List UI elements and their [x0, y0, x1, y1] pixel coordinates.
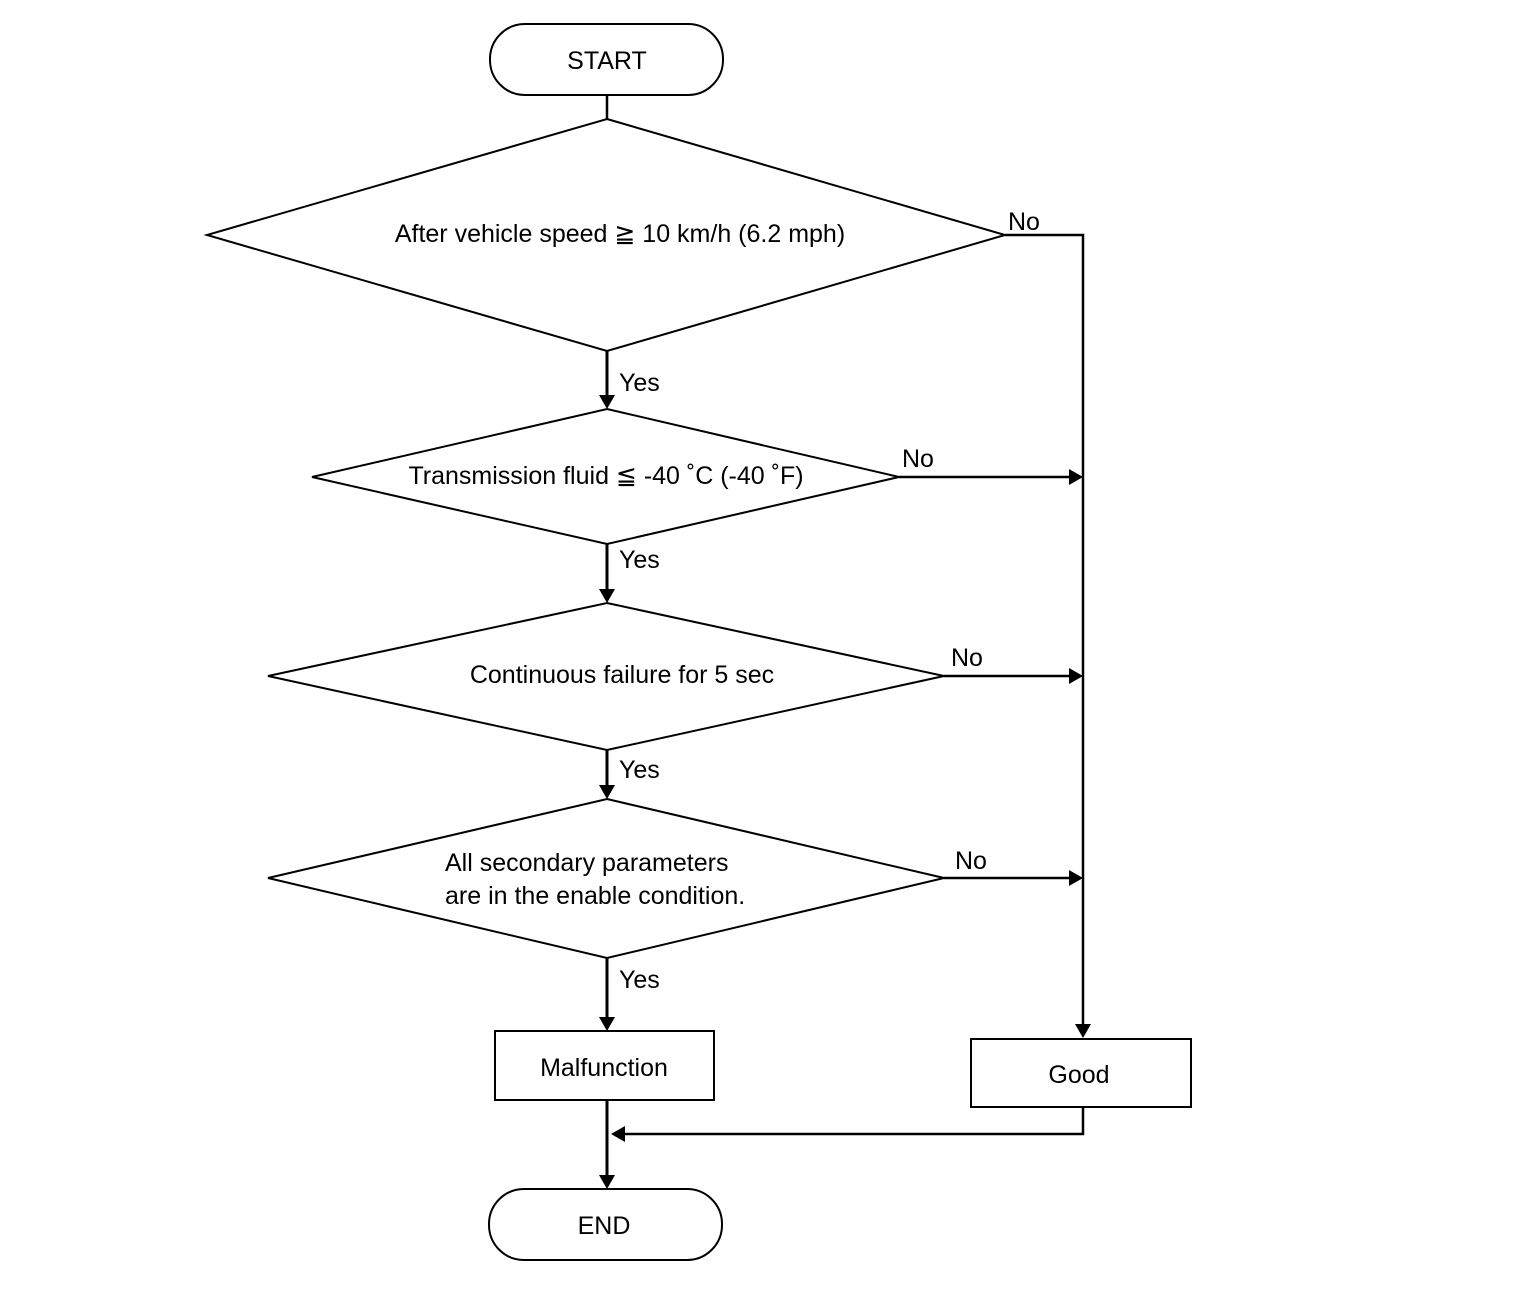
no-label-4: No [955, 847, 987, 875]
decision-vehicle-speed-text: After vehicle speed ≧ 10 km/h (6.2 mph) [395, 220, 845, 248]
decision-secondary-parameters-line2: are in the enable condition. [445, 882, 745, 910]
yes-label-4: Yes [619, 966, 660, 994]
decision-continuous-failure-text: Continuous failure for 5 sec [470, 661, 774, 689]
end-terminal: END [488, 1188, 723, 1261]
no-label-2: No [902, 445, 934, 473]
decision-continuous-failure: Continuous failure for 5 sec [267, 601, 945, 752]
yes-label-1: Yes [619, 369, 660, 397]
malfunction-label: Malfunction [540, 1054, 668, 1082]
good-box: Good [970, 1038, 1192, 1108]
decision-vehicle-speed: After vehicle speed ≧ 10 km/h (6.2 mph) [203, 117, 1009, 353]
decision-fluid-temperature: Transmission fluid ≦ -40 ˚C (-40 ˚F) [311, 407, 900, 546]
good-label: Good [1048, 1061, 1109, 1089]
decision-secondary-parameters-line1: All secondary parameters [445, 849, 728, 877]
yes-label-3: Yes [619, 756, 660, 784]
end-label: END [578, 1212, 631, 1240]
decision-secondary-parameters: All secondary parameters are in the enab… [267, 797, 945, 960]
decision-fluid-temperature-text: Transmission fluid ≦ -40 ˚C (-40 ˚F) [408, 462, 803, 490]
no-label-1: No [1008, 208, 1040, 236]
start-terminal: START [489, 23, 724, 96]
malfunction-box: Malfunction [494, 1030, 715, 1101]
yes-label-2: Yes [619, 546, 660, 574]
no-label-3: No [951, 644, 983, 672]
start-label: START [567, 47, 647, 75]
